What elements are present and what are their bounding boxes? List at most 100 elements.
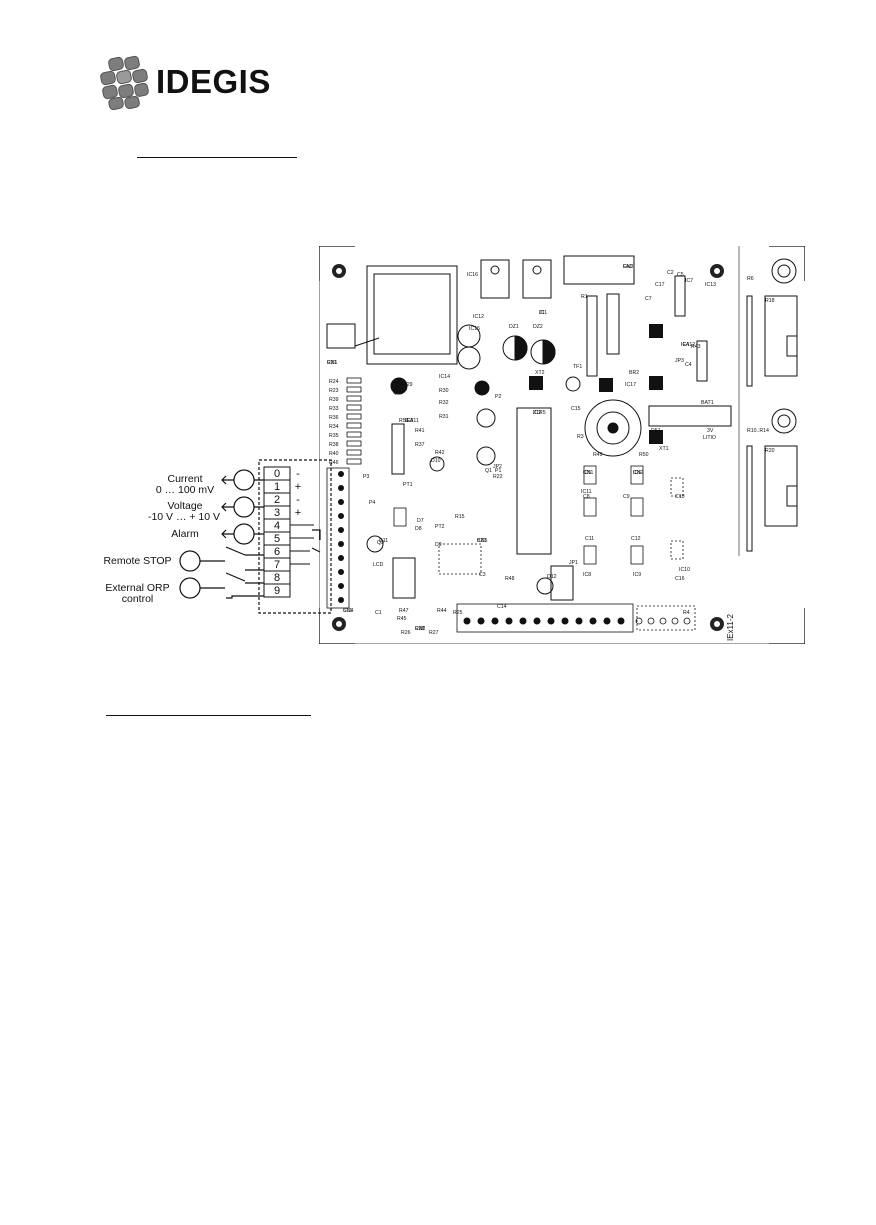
pcb-label-r46: R46 [329,460,339,466]
pcb-designator-7: IC3 [405,418,413,424]
pcb-designator-43: R29 [403,382,413,388]
pcb-designator-57: R51 [651,428,661,434]
pcb-board: R24 R23 R39 R33 R36 R34 R35 R38 R40 R46 … [318,245,806,645]
pcb-designator-79: C10 [675,494,685,500]
pcb-designator-59: D7 [417,518,424,524]
pcb-designator-58: R53 [399,418,409,424]
pcb-designator-77: C8 [583,494,590,500]
current-range-label: 0 … 100 mV [155,484,215,496]
pcb-layout: R24 R23 R39 R33 R36 R34 R35 R38 R40 R46 … [318,245,806,645]
pcb-designator-101: Z1 [533,410,539,416]
pcb-designator-28: RL1 [651,332,661,338]
remote-stop-icon [179,550,201,572]
pcb-designator-69: Q2 [393,390,400,396]
voltage-label: Voltage [167,500,203,512]
pcb-designator-85: C17 [655,282,665,288]
pcb-designator-104: CN1 [583,470,593,476]
pcb-designator-1: CN2 [415,626,425,632]
pcb-designator-75: C5 [677,272,684,278]
remote-stop-label: Remote STOP [103,555,172,567]
pcb-designator-0: CN1 [327,360,337,366]
external-orp-label: External ORP [105,582,170,594]
pcb-designator-36: PT1 [403,482,413,488]
pcb-designator-33: P2 [495,394,501,400]
pcb-designator-34: P3 [363,474,369,480]
pcb-designator-83: C15 [571,406,581,412]
alarm-label: Alarm [171,528,199,540]
pcb-designator-63: D11 [379,538,388,544]
pcb-designator-5: IC1 [539,310,547,316]
pcb-board-name: IEx11-2 [726,613,735,641]
pcb-designator-86: R1 [581,294,588,300]
pcb-designator-20: IC16 [467,272,478,278]
pcb-designator-89: R4 [683,610,690,616]
pcb-designator-54: R48 [505,576,515,582]
pcb-designator-41: R26 [401,630,411,636]
pcb-designator-30: XT1 [659,446,669,452]
pcb-designator-40: R25 [453,610,463,616]
pcb-designator-48: R41 [415,428,425,434]
pcb-designator-65: DL2 [515,348,525,354]
pcb-designator-15: IC11 [581,489,592,495]
pcb-designator-52: R45 [397,616,407,622]
pcb-designator-74: C4 [685,362,692,368]
pcb-designator-61: D9 [435,542,442,548]
mounting-holes [332,264,724,631]
pcb-designator-32: P1 [495,468,501,474]
pcb-designator-92: R10..R14 [747,428,769,434]
pcb-designator-44: R30 [439,388,449,394]
terminal-7: 7 [273,559,281,571]
pcb-designator-81: C12 [631,536,641,542]
pcb-label-r24: R24 [329,379,339,385]
current-label: Current [167,473,203,485]
pcb-designator-91: R6 [747,276,754,282]
pcb-label-r35: R35 [329,433,339,439]
pcb-designator-25: JP1 [569,560,578,566]
pcb-designator-60: D8 [415,526,422,532]
pcb-designator-99: BZ1 [477,538,487,544]
pcb-designator-68: Q1 [485,468,492,474]
pcb-designator-82: C14 [497,604,507,610]
brand-name: IDEGIS [156,63,271,100]
pcb-designator-78: C9 [623,494,630,500]
pcb-designator-49: R42 [435,450,445,456]
pcb-label-bat1: BAT1 [701,400,714,406]
pcb-designator-19: IC15 [469,326,480,332]
pcb-designator-8: IC4 [681,342,689,348]
pcb-designator-96: R28 [415,626,425,632]
pcb-designator-9: IC5 [583,470,591,476]
pcb-designator-93: R18 [765,298,775,304]
pcb-designator-100: J1 [539,310,545,316]
terminal-3: 3 [273,507,281,519]
pcb-designator-39: R22 [493,474,503,480]
pcb-designator-67: DZ2 [533,324,543,330]
voltage-range-label: -10 V … + 10 V [147,511,221,523]
pcb-designator-97: FA1 [623,264,632,270]
section-heading-rule-1 [137,157,297,158]
pcb-designator-23: BR2 [629,370,639,376]
external-orp-control-label: control [121,593,154,605]
pcb-designator-84: C16 [675,576,685,582]
pcb-designator-16: IC12 [473,314,484,320]
pcb-designator-35: P4 [369,500,375,506]
pcb-label-bat-spec: 3V [707,428,714,434]
pcb-designator-21: IC17 [625,382,636,388]
pcb-designator-46: R32 [439,400,449,406]
pcb-designator-13: IC9 [633,572,641,578]
terminal-0-sign: - [296,468,300,480]
pcb-designator-51: R44 [437,608,447,614]
pcb-designator-3: CN4 [343,608,353,614]
pcb-designator-12: IC8 [583,572,591,578]
terminal-2-sign: - [296,494,300,506]
pcb-designator-53: R47 [399,608,409,614]
pcb-designator-66: DZ1 [509,324,519,330]
pcb-designator-42: R27 [429,630,439,636]
pcb-designator-62: D10 [431,458,441,464]
current-signal-icon [233,469,255,491]
pcb-designator-37: PT2 [435,524,445,530]
terminal-1: 1 [273,481,281,493]
pcb-label-r40: R40 [329,451,339,457]
pcb-designator-47: R37 [415,442,425,448]
pcb-designator-6: IC2 [533,410,541,416]
pcb-designator-80: C11 [585,536,594,542]
